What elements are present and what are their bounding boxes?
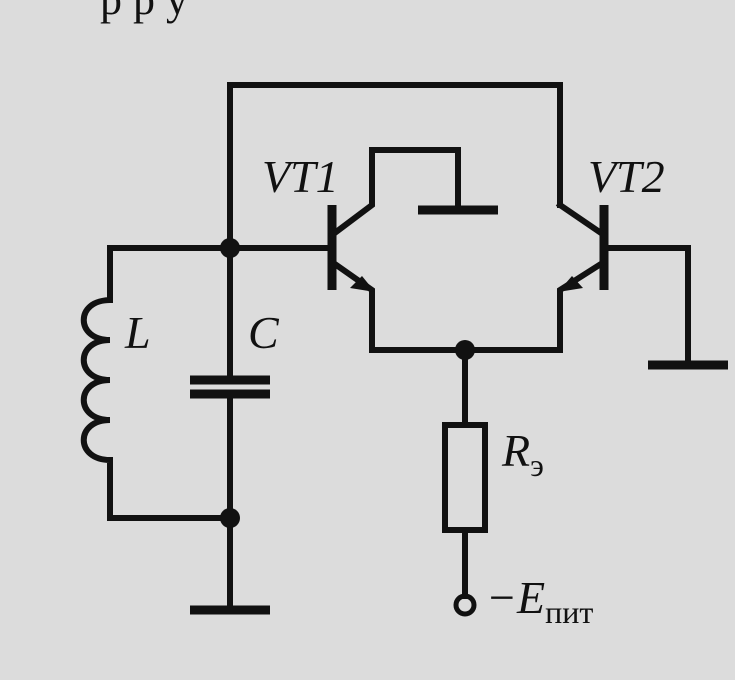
- label-resistor-main: R: [501, 425, 530, 476]
- resistor-body: [442, 422, 488, 533]
- label-supply-main: −E: [486, 572, 545, 623]
- label-resistor-sub: э: [530, 447, 544, 483]
- cropped-header-text: р р у: [100, 0, 188, 24]
- supply-terminal: [453, 593, 477, 617]
- transistor-vt1: [327, 147, 461, 353]
- inductor: [80, 296, 114, 473]
- feedback-wire: [227, 82, 563, 251]
- transistor-vt2: [555, 200, 691, 368]
- label-capacitor: C: [248, 307, 280, 358]
- junction-node-emitter: [455, 340, 475, 360]
- tank-bottom-wire: [107, 467, 233, 521]
- junction-node-b: [220, 508, 240, 528]
- label-resistor: Rэ: [501, 425, 544, 483]
- label-supply-sub: пит: [545, 594, 593, 630]
- label-vt1: VT1: [262, 151, 339, 202]
- label-vt2: VT2: [588, 151, 665, 202]
- tank-top-wire: [107, 245, 233, 303]
- capacitor: [190, 245, 270, 613]
- label-supply: −Eпит: [486, 572, 593, 630]
- label-inductor: L: [124, 307, 151, 358]
- junction-node-a: [220, 238, 240, 258]
